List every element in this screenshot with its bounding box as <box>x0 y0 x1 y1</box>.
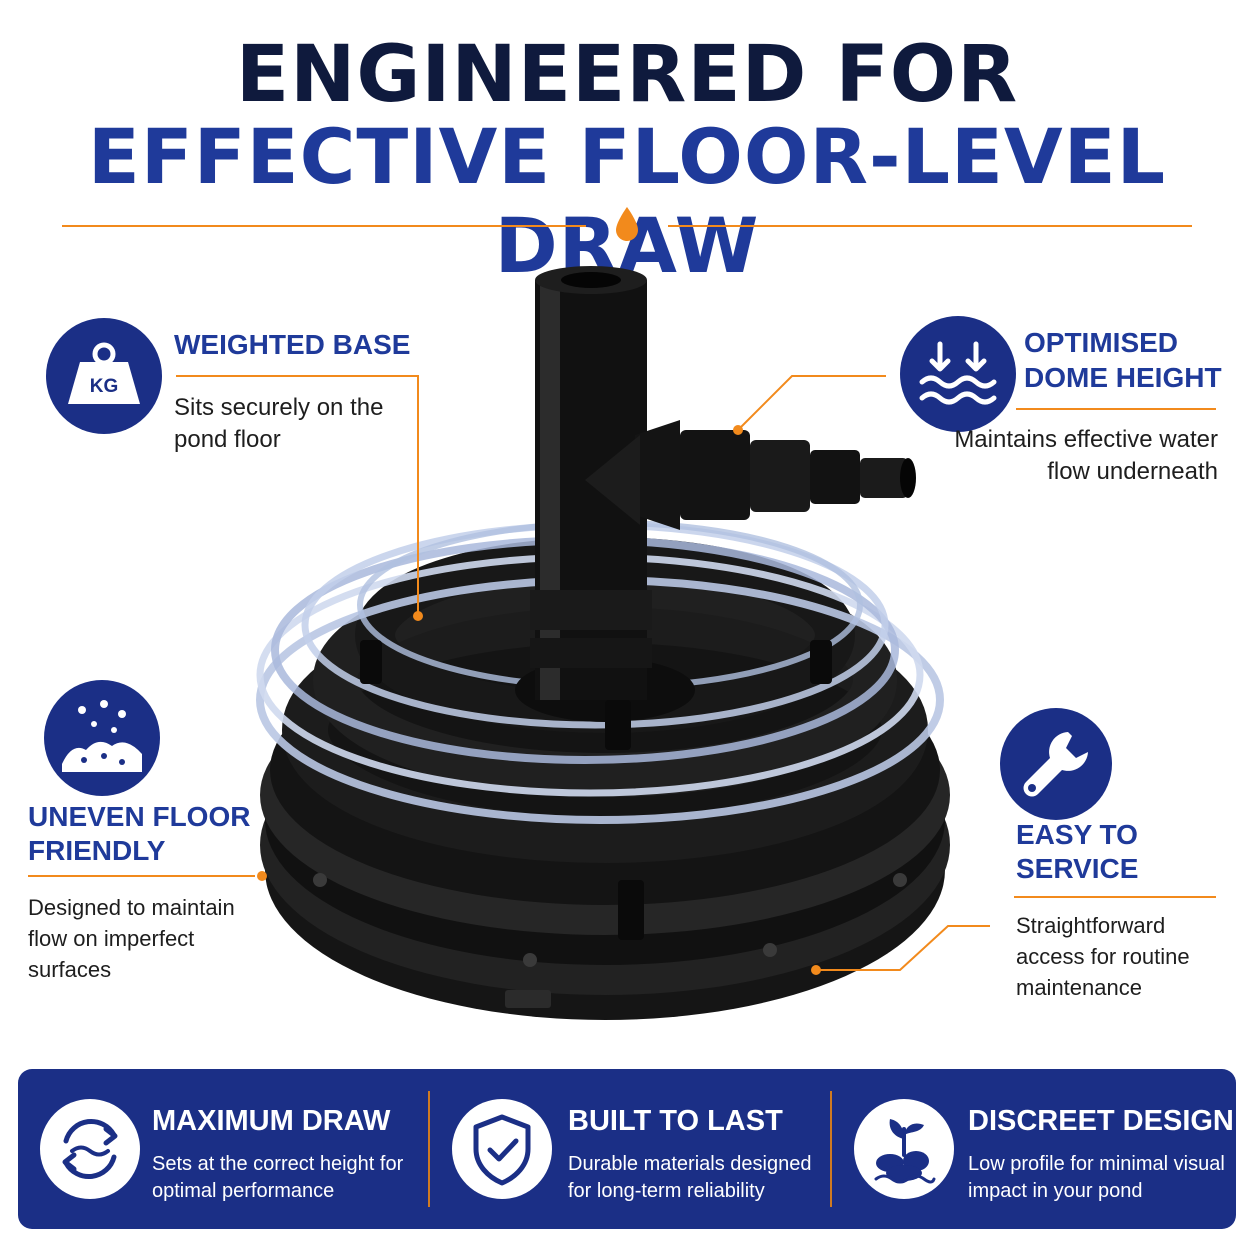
headline-line-1: ENGINEERED FOR <box>235 30 1019 120</box>
dome-height-title-line-2: DOME HEIGHT <box>1024 362 1222 393</box>
uneven-floor-description: Designed to maintain flow on imperfect s… <box>28 895 235 982</box>
built-to-last-badge <box>452 1099 552 1199</box>
easy-service-description: Straightforward access for routine maint… <box>1016 913 1190 1000</box>
discreet-design-description: Low profile for minimal visual impact in… <box>968 1153 1225 1202</box>
maximum-draw-description: Sets at the correct height for optimal p… <box>152 1153 404 1202</box>
banner-separator-2 <box>830 1091 832 1207</box>
easy-service-title-line-2: SERVICE <box>1016 853 1139 884</box>
discreet-design-badge <box>854 1099 954 1199</box>
uneven-floor-badge <box>44 680 160 796</box>
maximum-draw-badge <box>40 1099 140 1199</box>
dome-height-title-line-1: OPTIMISED <box>1024 327 1179 358</box>
weighted-base-description: Sits securely on the pond floor <box>174 394 384 453</box>
uneven-floor-title-line-2: FRIENDLY <box>28 835 166 866</box>
maximum-draw-title: MAXIMUM DRAW <box>152 1105 391 1137</box>
water-level-icon <box>919 341 997 405</box>
dome-height-rule <box>1016 408 1216 410</box>
water-drop-icon <box>616 207 638 241</box>
shield-check-icon <box>473 1114 531 1186</box>
circular-flow-icon <box>62 1118 118 1180</box>
benefits-banner: MAXIMUM DRAW Sets at the correct height … <box>18 1069 1236 1229</box>
sediment-floor-icon <box>62 700 142 772</box>
kg-label: KG <box>90 376 119 397</box>
easy-service-badge <box>1000 708 1112 820</box>
easy-service-rule <box>1014 896 1216 898</box>
dome-height-description: Maintains effective water flow underneat… <box>954 426 1218 485</box>
header-divider-left <box>62 225 586 227</box>
weighted-base-badge: KG <box>46 318 162 434</box>
banner-separator-1 <box>428 1091 430 1207</box>
discreet-design-title: DISCREET DESIGN <box>968 1105 1234 1137</box>
wrench-icon <box>1023 732 1088 797</box>
uneven-floor-title-line-1: UNEVEN FLOOR <box>28 801 251 832</box>
dome-height-badge <box>900 316 1016 432</box>
headline-line-2: EFFECTIVE FLOOR-LEVEL DRAW <box>87 112 1167 290</box>
easy-service-title-line-1: EASY TO <box>1016 819 1138 850</box>
pond-vacuum-product-image <box>256 266 950 1020</box>
plant-rocks-icon <box>874 1119 936 1184</box>
header-divider-right <box>668 225 1192 227</box>
built-to-last-description: Durable materials designed for long-term… <box>568 1153 812 1202</box>
kg-weight-icon: KG <box>68 342 140 404</box>
weighted-base-title: WEIGHTED BASE <box>174 329 411 360</box>
built-to-last-title: BUILT TO LAST <box>568 1105 783 1137</box>
